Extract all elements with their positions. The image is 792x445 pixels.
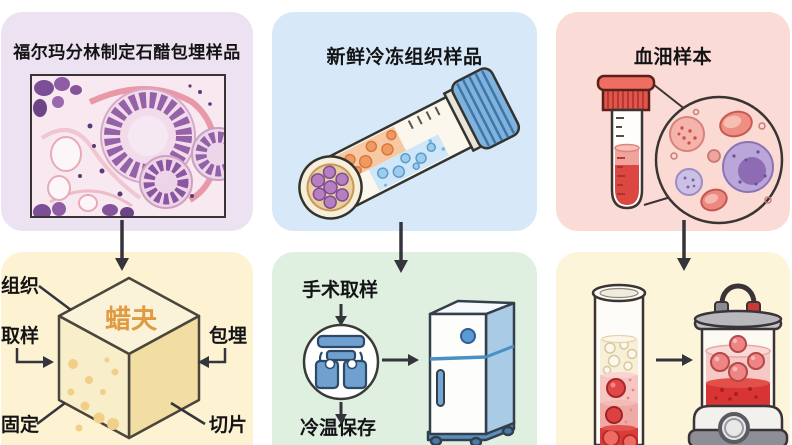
panel-separation-workflow <box>556 252 790 445</box>
panel-frozen-sample: 新鲜冷冻组织样品 <box>272 12 537 231</box>
wax-block-label: 蜡夬 <box>105 305 158 335</box>
cryovial-icon <box>298 67 521 220</box>
label-embedding: 包埋 <box>209 325 248 347</box>
freezing-workflow-lines <box>302 304 419 424</box>
label-surgical-sampling: 手术取样 <box>302 279 379 301</box>
device-handle <box>719 283 757 305</box>
refrigerator-icon <box>426 299 516 445</box>
sampling-arrowhead <box>43 356 54 368</box>
panel-title-ffpe: 福尔玛分林制定石醋包埋样品 <box>13 43 241 63</box>
embedding-arrowhead <box>198 356 209 368</box>
wax-block-icon: 蜡夬 <box>57 276 201 440</box>
panel-blood-sample: 血沺样本 <box>556 12 790 231</box>
panel-ffpe-sample: 福尔玛分林制定石醋包埋样品 <box>1 12 253 231</box>
device-lid <box>693 309 783 329</box>
histology-image <box>30 74 226 218</box>
label-cold-storage: 冷温保存 <box>300 417 377 439</box>
sample-container-circle-icon <box>302 323 380 401</box>
blood-tube-cap <box>601 86 651 112</box>
histology-tissue-icon <box>32 76 224 216</box>
separation-arrow-layer <box>656 354 693 366</box>
paraffin-workflow-lines <box>15 285 227 426</box>
fridge-handle <box>436 369 445 407</box>
blood-sample-icon <box>596 74 784 225</box>
blood-cells-magnified-icon <box>654 95 784 225</box>
separator-device-icon <box>687 283 789 445</box>
fridge-logo <box>460 328 476 344</box>
panel-freezing-workflow: 手术取样 冷温保存 <box>272 252 537 445</box>
layered-blood-tube-icon <box>591 283 647 445</box>
panel-paraffin-workflow: 蜡夬 组织 取样 固定 包埋 切片 <box>1 252 253 445</box>
panel-title-frozen: 新鲜冷冻组织样品 <box>326 46 483 68</box>
label-tissue: 组织 <box>1 275 40 297</box>
label-sampling: 取样 <box>1 325 40 347</box>
blood-tube-icon <box>596 74 656 210</box>
label-sectioning: 切片 <box>209 414 248 436</box>
label-fixation: 固定 <box>1 414 40 436</box>
panel-title-blood: 血沺样本 <box>633 46 712 68</box>
